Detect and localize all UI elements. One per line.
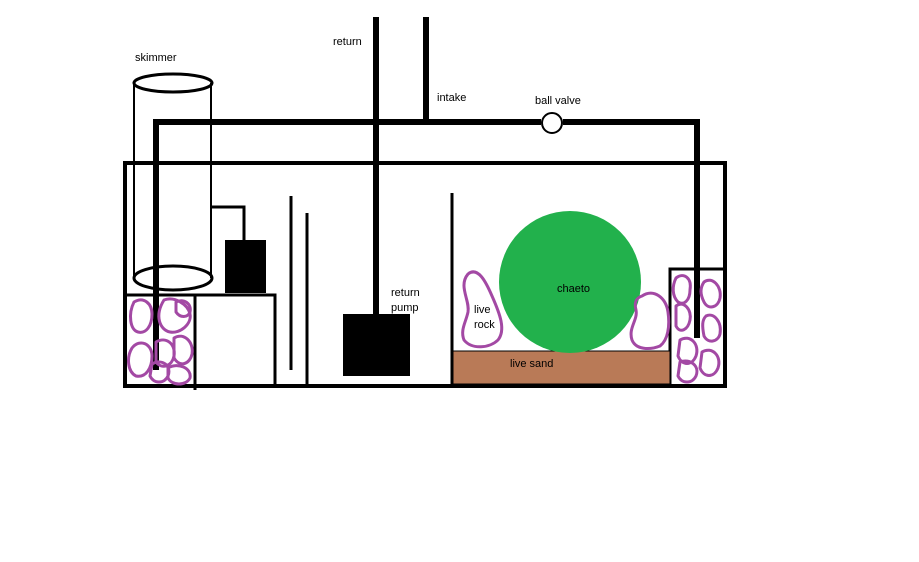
live-rock-label-line2: rock <box>474 319 495 331</box>
live-rock-overflow-6 <box>698 348 721 377</box>
live-rock-skimmer-1 <box>129 298 154 334</box>
live-rock-skimmer-8 <box>166 364 192 386</box>
return-pump-label-line1: return <box>391 287 420 299</box>
live-rock-skimmer-3 <box>174 299 192 318</box>
live-rock-skimmer-6 <box>172 334 194 366</box>
skimmer-platform <box>125 293 277 386</box>
sump-tank <box>123 161 727 388</box>
live-rock-refugium-left <box>461 270 504 349</box>
intake-label: intake <box>437 92 466 104</box>
return-pump <box>343 314 410 376</box>
overflow-box <box>668 267 727 386</box>
live-rock-group <box>127 270 722 386</box>
chaeto-label: chaeto <box>557 283 590 295</box>
live-rock-overflow-4 <box>701 313 722 343</box>
chaeto-ball <box>499 211 641 353</box>
live-rock-overflow-1 <box>671 274 692 305</box>
skimmer-pump-tube <box>211 205 246 240</box>
live-rock-label-line1: live <box>474 304 491 316</box>
live-sand-label: live sand <box>510 358 553 370</box>
skimmer-pump <box>225 240 266 293</box>
ball-valve-label: ball valve <box>535 95 581 107</box>
skimmer-label: skimmer <box>135 52 177 64</box>
ball-valve-icon <box>541 112 563 134</box>
live-sand-bed <box>452 350 671 385</box>
skimmer-bottom-ellipse <box>132 264 214 292</box>
return-label: return <box>333 36 362 48</box>
live-rock-refugium-right <box>629 291 671 350</box>
live-rock-overflow-7 <box>676 359 699 384</box>
return-pump-label-line2: pump <box>391 302 419 314</box>
live-rock-overflow-2 <box>699 278 722 309</box>
live-rock-overflow-3 <box>674 302 692 332</box>
skimmer-top-ellipse <box>132 72 214 94</box>
live-rock-skimmer-4 <box>127 341 154 378</box>
